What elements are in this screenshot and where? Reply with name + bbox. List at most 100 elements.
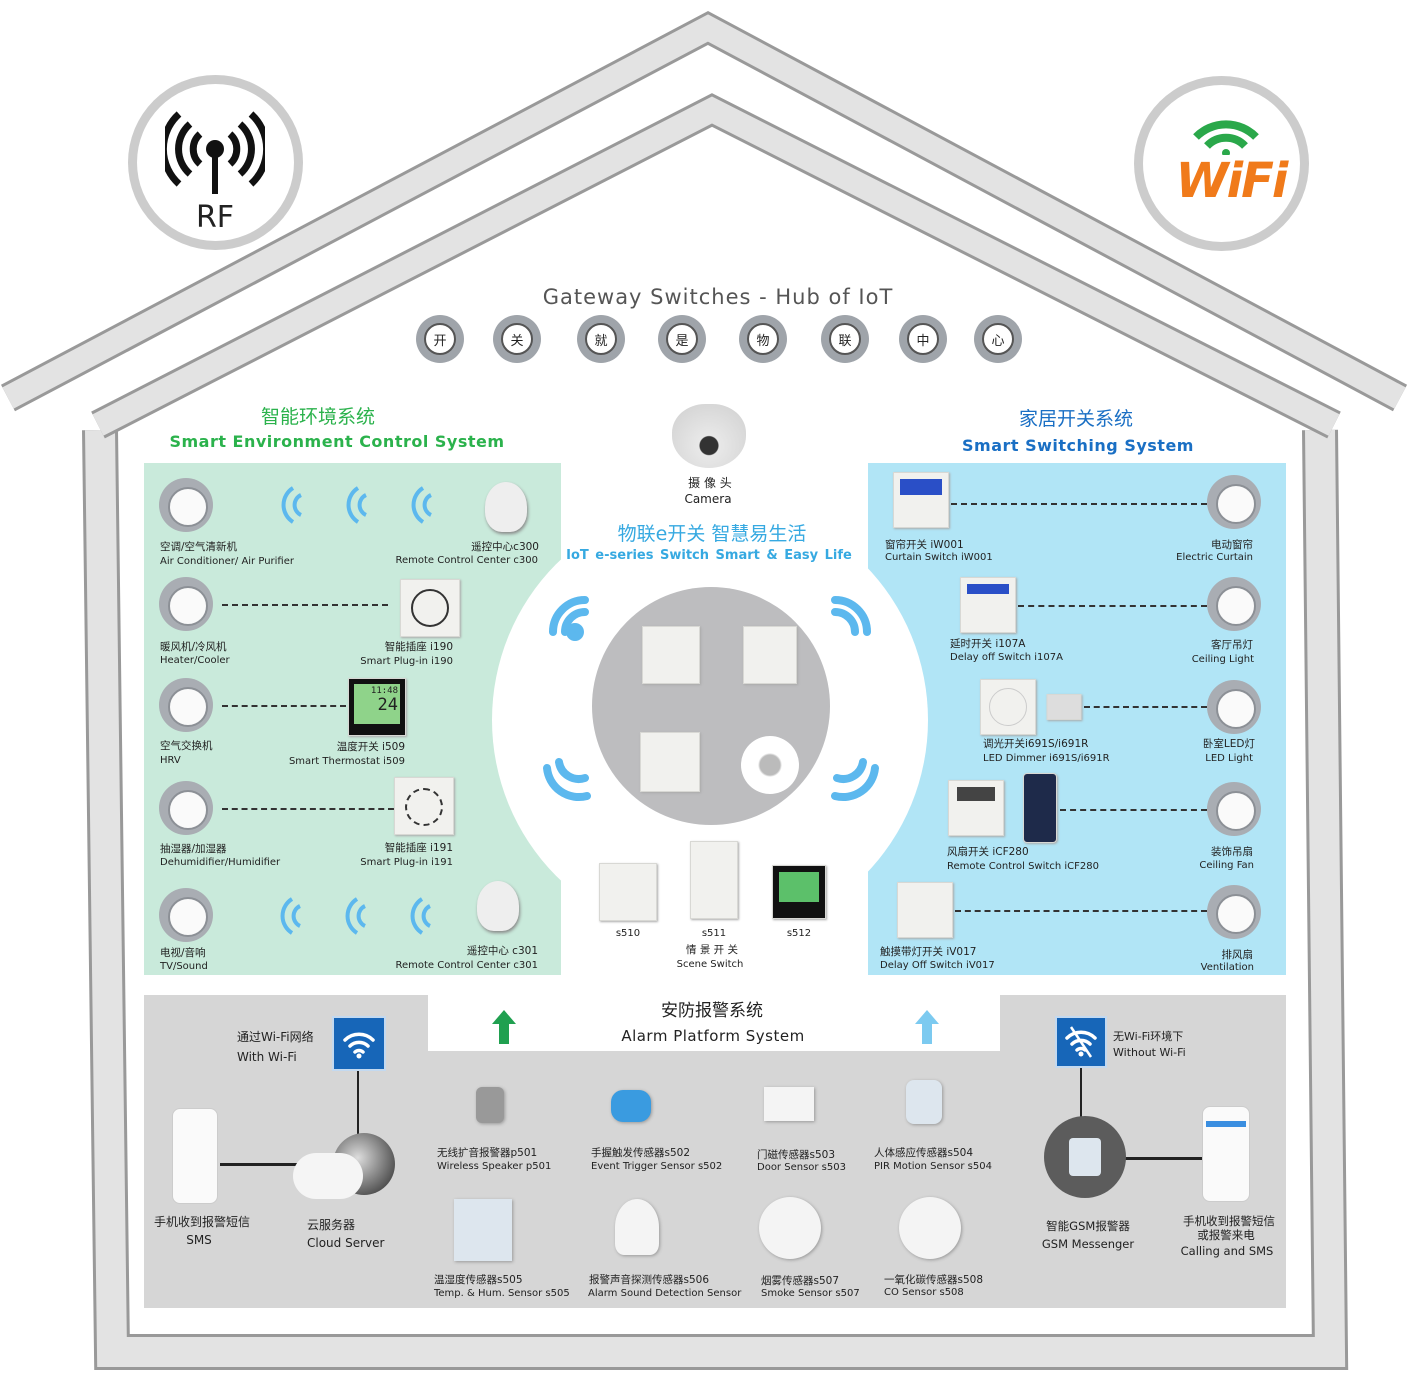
appliance-label-en: LED Light <box>1205 753 1253 764</box>
heater-icon <box>159 577 213 631</box>
controller-label-zh: 遥控中心c300 <box>471 541 539 553</box>
without-wifi-label-zh: 无Wi-Fi环境下 <box>1113 1030 1184 1043</box>
gateway-button-label: 是 <box>666 323 698 355</box>
sensor-label-zh: 温湿度传感器s505 <box>434 1274 523 1286</box>
tv-icon <box>159 888 213 942</box>
gateway-button-label: 心 <box>982 323 1014 355</box>
gateway-button-label: 就 <box>585 323 617 355</box>
delay-switch-i107A <box>960 577 1016 633</box>
with-wifi-label-en: With Wi-Fi <box>237 1050 297 1064</box>
appliance-label-zh: 排风扇 <box>1221 949 1254 961</box>
rf-waves-bottom <box>280 897 432 935</box>
rf-waves-top <box>281 486 433 524</box>
co-sensor-s508 <box>899 1197 961 1259</box>
camera-label-zh: 摄 像 头 <box>688 476 732 490</box>
wifi-icon <box>332 1016 386 1071</box>
door-sensor-s503 <box>764 1087 814 1121</box>
fan-receiver-iCF280 <box>1023 773 1057 843</box>
gsm-label-en: GSM Messenger <box>1041 1237 1135 1251</box>
appliance-label-zh: 卧室LED灯 <box>1202 738 1255 750</box>
sound-detector-s506 <box>615 1199 659 1255</box>
temp-hum-sensor-s505 <box>454 1199 512 1261</box>
wireless-speaker-p501 <box>476 1087 504 1123</box>
gateway-button-7[interactable]: 中 <box>899 315 947 363</box>
appliance-label-en: Ceiling Light <box>1191 654 1254 665</box>
gateway-button-8[interactable]: 心 <box>974 315 1022 363</box>
gateway-button-2[interactable]: 关 <box>493 315 541 363</box>
gateway-button-label: 中 <box>907 323 939 355</box>
gateway-button-label: 联 <box>829 323 861 355</box>
scene-model-label: s512 <box>786 928 812 939</box>
controller-label-zh: 温度开关 i509 <box>336 741 405 753</box>
cloud-server-icon <box>293 1133 397 1199</box>
gateway-button-label: 物 <box>747 323 779 355</box>
up-arrow-green-icon <box>492 1010 516 1044</box>
controller-label-en: Smart Thermostat i509 <box>288 756 405 767</box>
device-label-zh: 空调/空气清新机 <box>160 541 238 553</box>
sensor-label-zh: 烟雾传感器s507 <box>761 1275 840 1287</box>
cloud-label-en: Cloud Server <box>307 1236 385 1250</box>
sensor-label-en: Alarm Sound Detection Sensor <box>588 1288 742 1299</box>
scene-switch-s510 <box>599 863 657 921</box>
sms-label-zh: 手机收到报警短信 <box>153 1215 251 1229</box>
device-label-en: HRV <box>160 755 181 766</box>
device-label-zh: 电视/音响 <box>160 947 206 959</box>
sensor-label-en: CO Sensor s508 <box>884 1287 964 1298</box>
device-label-en: Heater/Cooler <box>160 655 230 666</box>
switch-label-en: Curtain Switch iW001 <box>885 552 993 563</box>
rf-signal-icon <box>165 111 265 194</box>
gateway-button-5[interactable]: 物 <box>739 315 787 363</box>
thermostat-temp: 24 <box>377 695 398 715</box>
gateway-button-1[interactable]: 开 <box>416 315 464 363</box>
scene-model-label: s511 <box>701 928 727 939</box>
controller-label-en: Smart Plug-in i191 <box>360 857 453 868</box>
ceiling-fan-icon <box>1207 782 1261 836</box>
controller-label-en: Smart Plug-in i190 <box>360 656 453 667</box>
wifi-logo-text: WiFi <box>1175 153 1289 209</box>
switch-label-zh: 窗帘开关 iW001 <box>885 539 964 551</box>
air-conditioner-icon <box>159 478 213 532</box>
gateway-button-4[interactable]: 是 <box>658 315 706 363</box>
wifi-badge: WiFi <box>1134 76 1309 251</box>
sensor-label-en: Wireless Speaker p501 <box>437 1161 552 1172</box>
camera-icon <box>672 404 746 468</box>
remote-control-c300-icon <box>485 482 527 532</box>
phone-icon-right <box>1202 1106 1250 1202</box>
switch-label-en: Remote Control Switch iCF280 <box>947 861 1099 872</box>
wifi-logo-icon <box>1193 120 1259 155</box>
cloud-label-zh: 云服务器 <box>307 1218 356 1232</box>
curtain-switch-iW001 <box>893 472 949 528</box>
slogan-zh: 物联e开关 智慧易生活 <box>617 523 807 545</box>
gateway-button-label: 开 <box>424 323 456 355</box>
scene-switch-s512 <box>772 865 826 919</box>
sensor-label-zh: 人体感应传感器s504 <box>874 1147 974 1159</box>
sensor-label-en: Event Trigger Sensor s502 <box>591 1161 723 1172</box>
sensor-label-zh: 一氧化碳传感器s508 <box>884 1274 984 1286</box>
rf-label: RF <box>195 200 235 235</box>
switch-product-2 <box>743 626 797 684</box>
switch-label-en: Delay Off Switch iV017 <box>880 960 995 971</box>
up-arrow-blue-icon <box>915 1010 939 1044</box>
gateway-button-3[interactable]: 就 <box>577 315 625 363</box>
switch-label-zh: 延时开关 i107A <box>950 638 1026 650</box>
thermostat-time: 11:48 <box>370 686 398 696</box>
switch-product-3 <box>640 732 700 792</box>
device-label-zh: 空气交换机 <box>160 740 213 752</box>
led-dimmer-i691S <box>980 679 1036 735</box>
camera-label-en: Camera <box>684 492 732 506</box>
led-dimmer-i691R <box>1046 694 1082 720</box>
home-title-en: Smart Switching System <box>962 436 1194 455</box>
ventilation-fan-icon <box>1207 885 1261 939</box>
alarm-header <box>428 995 1000 1051</box>
wifi-signal-icons <box>543 596 879 802</box>
sensor-label-zh: 门磁传感器s503 <box>757 1149 836 1161</box>
switch-label-zh: 调光开关i691S/i691R <box>983 738 1089 750</box>
scene-switch-label-zh: 情 景 开 关 <box>685 944 739 956</box>
scene-switch-s511 <box>690 841 738 919</box>
call-label-zh: 手机收到报警短信 <box>1183 1214 1275 1228</box>
without-wifi-label-en: Without Wi-Fi <box>1113 1046 1186 1059</box>
gateway-button-6[interactable]: 联 <box>821 315 869 363</box>
env-title-en: Smart Environment Control System <box>169 432 505 451</box>
controller-label-en: Remote Control Center c300 <box>395 555 538 566</box>
motion-sensor-product <box>741 736 799 794</box>
